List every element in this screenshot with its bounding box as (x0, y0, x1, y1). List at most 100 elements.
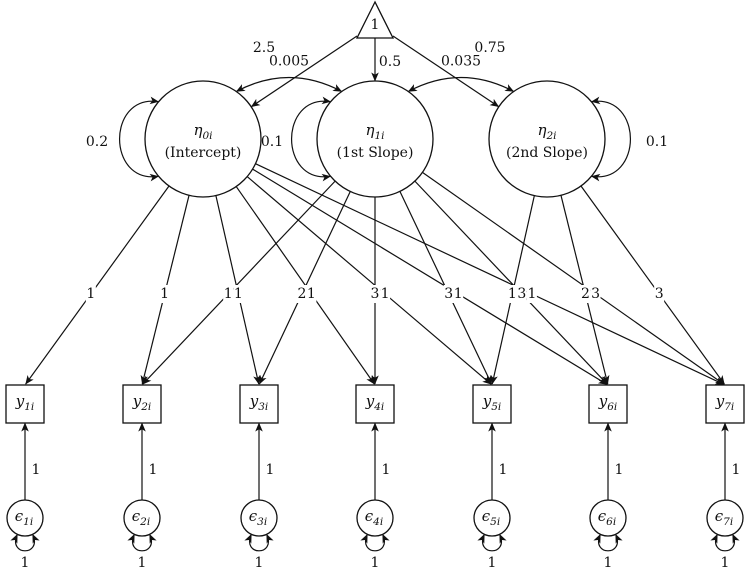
factor-symbol-2-symbol: η (537, 121, 546, 139)
error-node-7: ϵ7i (706, 499, 744, 537)
loading-label-f2-y7-background (654, 285, 665, 303)
mean-label-0: 2.5 (253, 40, 275, 56)
error-symbol-5: ϵ5i (482, 507, 500, 528)
indicator-label-1-symbol: y (15, 392, 25, 410)
factor-description-1: (1st Slope) (337, 145, 414, 161)
error-symbol-7-symbol: ϵ (715, 507, 724, 525)
error-variance-loop-6 (593, 533, 623, 552)
error-variance-label-4: 1 (371, 555, 380, 571)
indicator-label-3-symbol: y (249, 392, 259, 410)
loading-label-f1-y2-background (223, 285, 234, 303)
error-symbol-4-symbol: ϵ (365, 507, 374, 525)
indicator-box-1 (5, 384, 45, 424)
error-symbol-1: ϵ1i (15, 507, 33, 528)
indicator-node-3: y3i (239, 384, 279, 424)
error-symbol-3-symbol: ϵ (249, 507, 258, 525)
indicator-node-7: y7i (705, 384, 745, 424)
error-loading-label-2: 1 (149, 462, 158, 478)
covariance-label-1: 0.035 (441, 53, 481, 69)
indicator-label-1: y1i (15, 392, 35, 413)
error-node-3: ϵ3i (240, 499, 278, 537)
loading-arrow-f2-y7 (580, 185, 725, 385)
indicator-label-3: y3i (249, 392, 269, 413)
loading-arrow-f1-y7 (422, 171, 725, 385)
error-variance-label-7: 1 (721, 555, 730, 571)
indicator-box-7 (705, 384, 745, 424)
factor-node-2: η2i(2nd Slope) (488, 80, 606, 198)
error-variance-label-2: 1 (138, 555, 147, 571)
factor-symbol-1: η1i (365, 121, 384, 142)
error-symbol-2: ϵ2i (132, 507, 150, 528)
error-symbol-4: ϵ4i (365, 507, 383, 528)
indicator-box-4 (355, 384, 395, 424)
error-variance-loop-3 (244, 533, 274, 552)
loading-label-f1-y3-background (296, 285, 307, 303)
error-variance-label-1: 1 (21, 555, 30, 571)
error-circle-6 (589, 499, 627, 537)
covariance-arrow-0 (235, 77, 343, 93)
covariance-label-0: 0.005 (269, 53, 309, 69)
indicator-label-4-symbol: y (365, 392, 375, 410)
error-circle-1 (6, 499, 44, 537)
indicator-label-7: y7i (715, 392, 735, 413)
error-loading-label-5: 1 (499, 462, 508, 478)
loading-label-f1-y3: 2 (297, 286, 306, 302)
factor-circle-1 (316, 80, 434, 198)
factor-variance-label-0: 0.2 (86, 134, 108, 150)
loading-label-f2-y6-background (580, 285, 591, 303)
error-symbol-7: ϵ7i (715, 507, 733, 528)
error-variance-loop-1 (10, 533, 40, 552)
factor-description-2: (2nd Slope) (506, 145, 588, 161)
indicator-node-1: y1i (5, 384, 45, 424)
constant-triangle (355, 0, 395, 39)
loading-label-f1-y2: 1 (224, 286, 233, 302)
error-variance-loop-5 (477, 533, 507, 552)
mean-arrow-2 (392, 35, 500, 108)
error-symbol-3-subscript: 3i (257, 516, 267, 528)
error-symbol-6-subscript: 6i (606, 516, 616, 528)
loading-label-f0-y2: 1 (160, 286, 169, 302)
loading-label-f0-y6: 1 (454, 286, 463, 302)
indicator-node-5: y5i (472, 384, 512, 424)
factor-symbol-1-symbol: η (365, 121, 374, 139)
loading-label-f2-y7: 3 (655, 286, 664, 302)
factor-symbol-0-symbol: η (193, 121, 202, 139)
constant-label: 1 (371, 17, 380, 33)
indicator-label-2-subscript: 2i (140, 401, 151, 413)
factor-variance-loop-2 (590, 96, 632, 182)
factor-circle-0 (144, 80, 262, 198)
loading-label-f0-y5: 1 (381, 286, 390, 302)
indicator-label-2: y2i (132, 392, 152, 413)
error-circle-5 (473, 499, 511, 537)
indicator-label-6-subscript: 6i (607, 401, 617, 413)
factor-circle-2 (488, 80, 606, 198)
error-loading-label-7: 1 (732, 462, 741, 478)
error-variance-loop-7 (710, 533, 740, 552)
factor-variance-loop-1 (290, 96, 332, 182)
error-symbol-5-symbol: ϵ (482, 507, 491, 525)
error-symbol-4-subscript: 4i (372, 516, 383, 528)
loading-label-f1-y4-background (370, 285, 380, 303)
error-variance-label-5: 1 (488, 555, 497, 571)
error-symbol-3: ϵ3i (249, 507, 267, 528)
indicator-label-4-subscript: 4i (373, 401, 384, 413)
factor-symbol-0-subscript: 0i (202, 130, 212, 142)
indicator-label-3-subscript: 3i (258, 401, 268, 413)
factor-symbol-0: η0i (193, 121, 212, 142)
loading-label-f0-y6-background (453, 285, 464, 303)
indicator-label-6-symbol: y (598, 392, 608, 410)
error-symbol-1-symbol: ϵ (15, 507, 24, 525)
loading-arrow-f0-y7 (255, 163, 725, 386)
loading-label-f0-y7-background (526, 285, 537, 303)
loading-label-f1-y6-background (516, 285, 527, 303)
loading-label-f0-y4: 1 (307, 286, 316, 302)
loading-label-f1-y7-background (590, 285, 601, 303)
error-circle-4 (356, 499, 394, 537)
error-circle-3 (240, 499, 278, 537)
loading-label-f1-y5: 3 (444, 286, 453, 302)
loading-label-f0-y4-background (306, 285, 317, 303)
error-circle-2 (123, 499, 161, 537)
error-symbol-7-subscript: 7i (723, 516, 733, 528)
loading-label-f1-y6: 3 (517, 286, 526, 302)
factor-description-0: (Intercept) (165, 145, 242, 161)
